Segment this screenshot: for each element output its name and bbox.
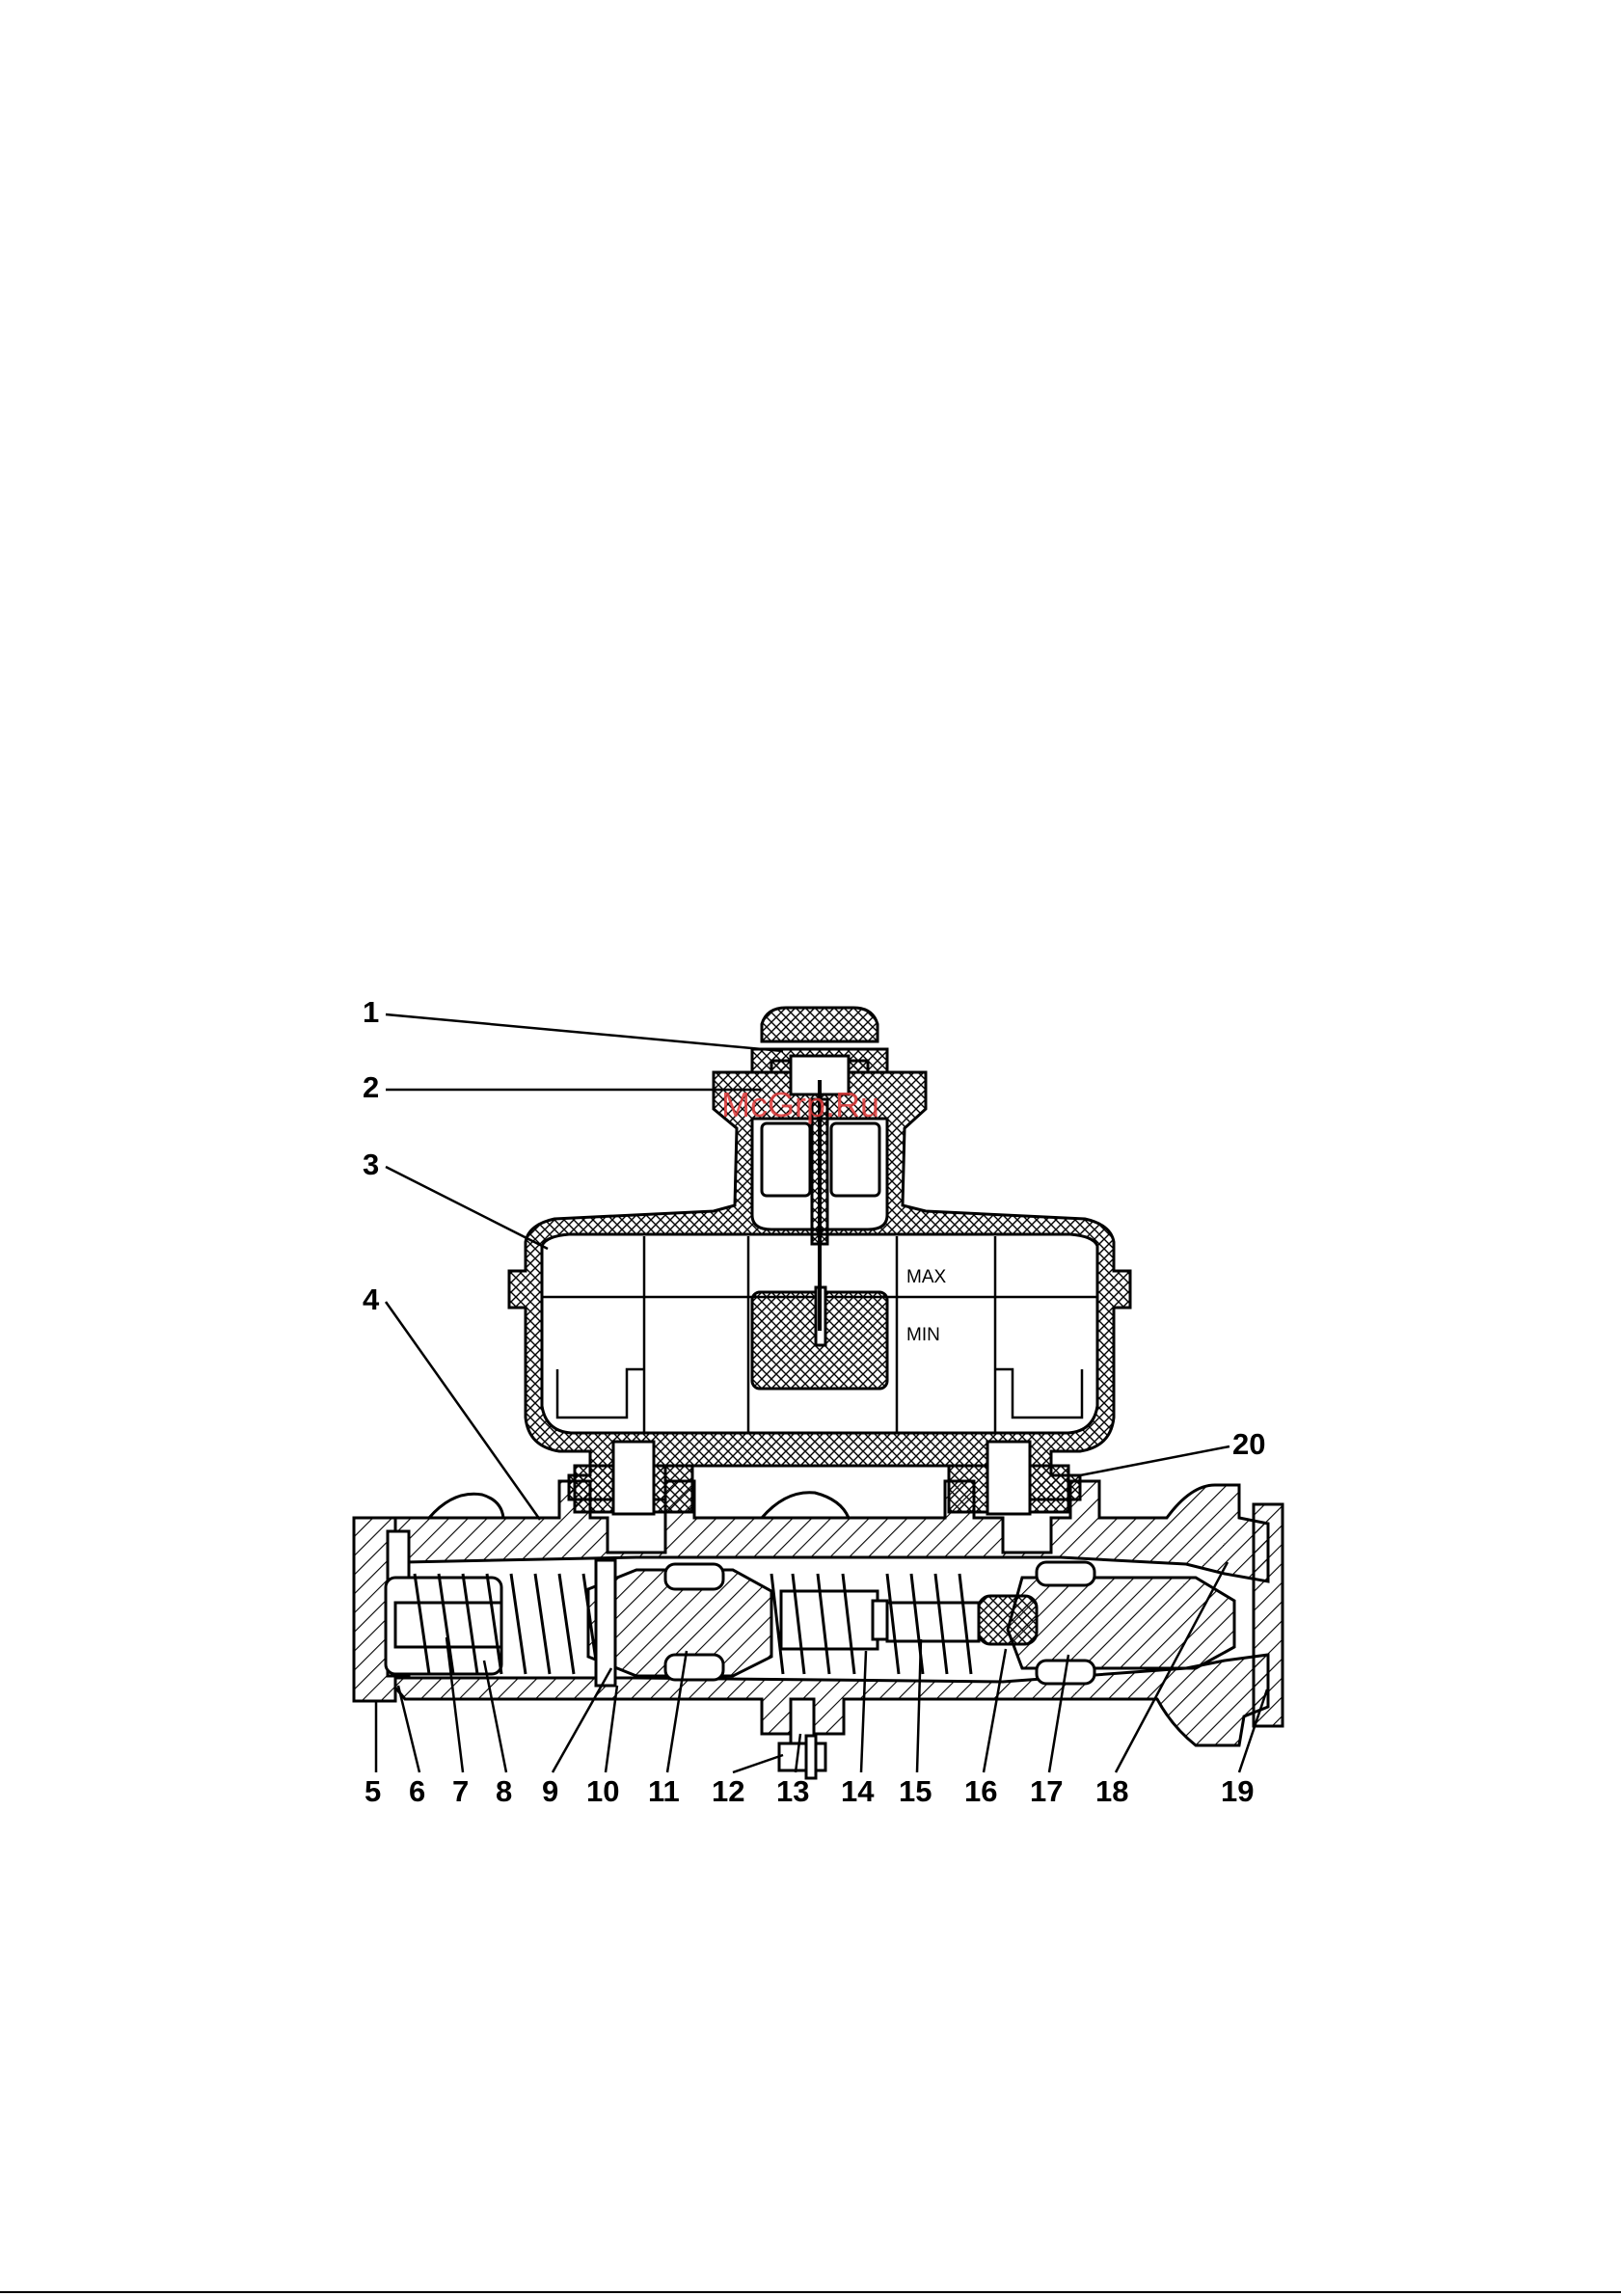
callout-9: 9 — [542, 1774, 558, 1808]
callout-10: 10 — [586, 1774, 619, 1808]
callout-8: 8 — [496, 1774, 512, 1808]
callout-2: 2 — [363, 1070, 379, 1104]
callout-3: 3 — [363, 1148, 379, 1181]
callout-15: 15 — [899, 1774, 932, 1808]
callout-6: 6 — [409, 1774, 425, 1808]
min-level-label: MIN — [906, 1325, 940, 1345]
callout-13: 13 — [776, 1774, 809, 1808]
callout-11: 11 — [648, 1774, 680, 1808]
callout-12: 12 — [712, 1774, 744, 1808]
callout-1: 1 — [363, 995, 379, 1029]
internals — [386, 1560, 1234, 1778]
callout-4: 4 — [363, 1283, 380, 1316]
callout-17: 17 — [1030, 1774, 1063, 1808]
callout-5: 5 — [365, 1774, 381, 1808]
callout-20: 20 — [1232, 1427, 1265, 1461]
callout-19: 19 — [1221, 1774, 1254, 1808]
watermark: McGrp.Ru — [721, 1085, 879, 1124]
callout-7: 7 — [452, 1774, 469, 1808]
max-level-label: MAX — [906, 1267, 947, 1287]
callout-14: 14 — [841, 1774, 875, 1808]
callout-18: 18 — [1095, 1774, 1128, 1808]
callout-16: 16 — [964, 1774, 997, 1808]
